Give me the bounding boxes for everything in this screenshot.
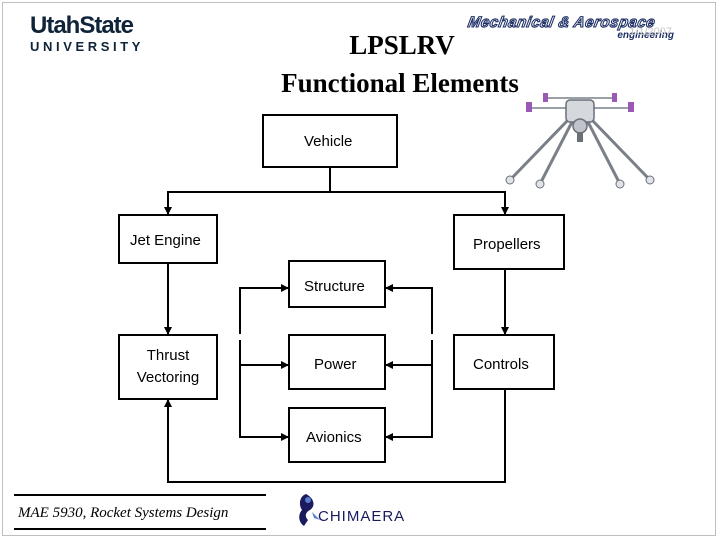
jet-engine-label: Jet Engine bbox=[130, 232, 201, 249]
course-footer: MAE 5930, Rocket Systems Design bbox=[18, 505, 229, 521]
power-box: Power bbox=[288, 334, 386, 390]
utah-state-university-logo: UtahState UNIVERSITY bbox=[30, 12, 154, 55]
thrust-vectoring-label-line1: Thrust bbox=[146, 347, 190, 364]
slide-date: 1/1/2007 bbox=[629, 26, 672, 38]
chimaera-wordmark: CHIMAERA bbox=[318, 508, 406, 525]
propellers-label: Propellers bbox=[473, 236, 541, 253]
chimaera-emblem-icon bbox=[299, 494, 320, 526]
footer-rule-bottom bbox=[14, 528, 266, 530]
structure-box: Structure bbox=[288, 260, 386, 308]
jet-engine-box: Jet Engine bbox=[118, 214, 218, 264]
footer-rule-top bbox=[14, 494, 266, 496]
mae-logo-subtitle: engineering bbox=[617, 30, 674, 41]
usu-logo-wordmark: UtahState bbox=[30, 12, 134, 39]
controls-box: Controls bbox=[453, 334, 555, 390]
slide-subtitle: Functional Elements bbox=[281, 68, 519, 98]
mechanical-aerospace-logo: Mechanical & Aerospace engineering 1/1/2… bbox=[466, 13, 698, 44]
controls-label: Controls bbox=[473, 356, 529, 373]
thrust-vectoring-label-line2: Vectoring bbox=[136, 369, 200, 386]
chimaera-team-logo: CHIMAERA bbox=[292, 490, 422, 530]
vehicle-box: Vehicle bbox=[262, 114, 398, 168]
structure-label: Structure bbox=[304, 278, 365, 295]
slide-title: LPSLRV bbox=[349, 30, 455, 60]
quadrotor-vehicle-image bbox=[505, 93, 655, 189]
avionics-box: Avionics bbox=[288, 407, 386, 463]
avionics-label: Avionics bbox=[306, 429, 362, 446]
propellers-box: Propellers bbox=[453, 214, 565, 270]
usu-logo-subtitle: UNIVERSITY bbox=[30, 39, 145, 54]
thrust-vectoring-box: Thrust Vectoring bbox=[118, 334, 218, 400]
vehicle-label: Vehicle bbox=[304, 133, 353, 150]
power-label: Power bbox=[314, 356, 357, 373]
